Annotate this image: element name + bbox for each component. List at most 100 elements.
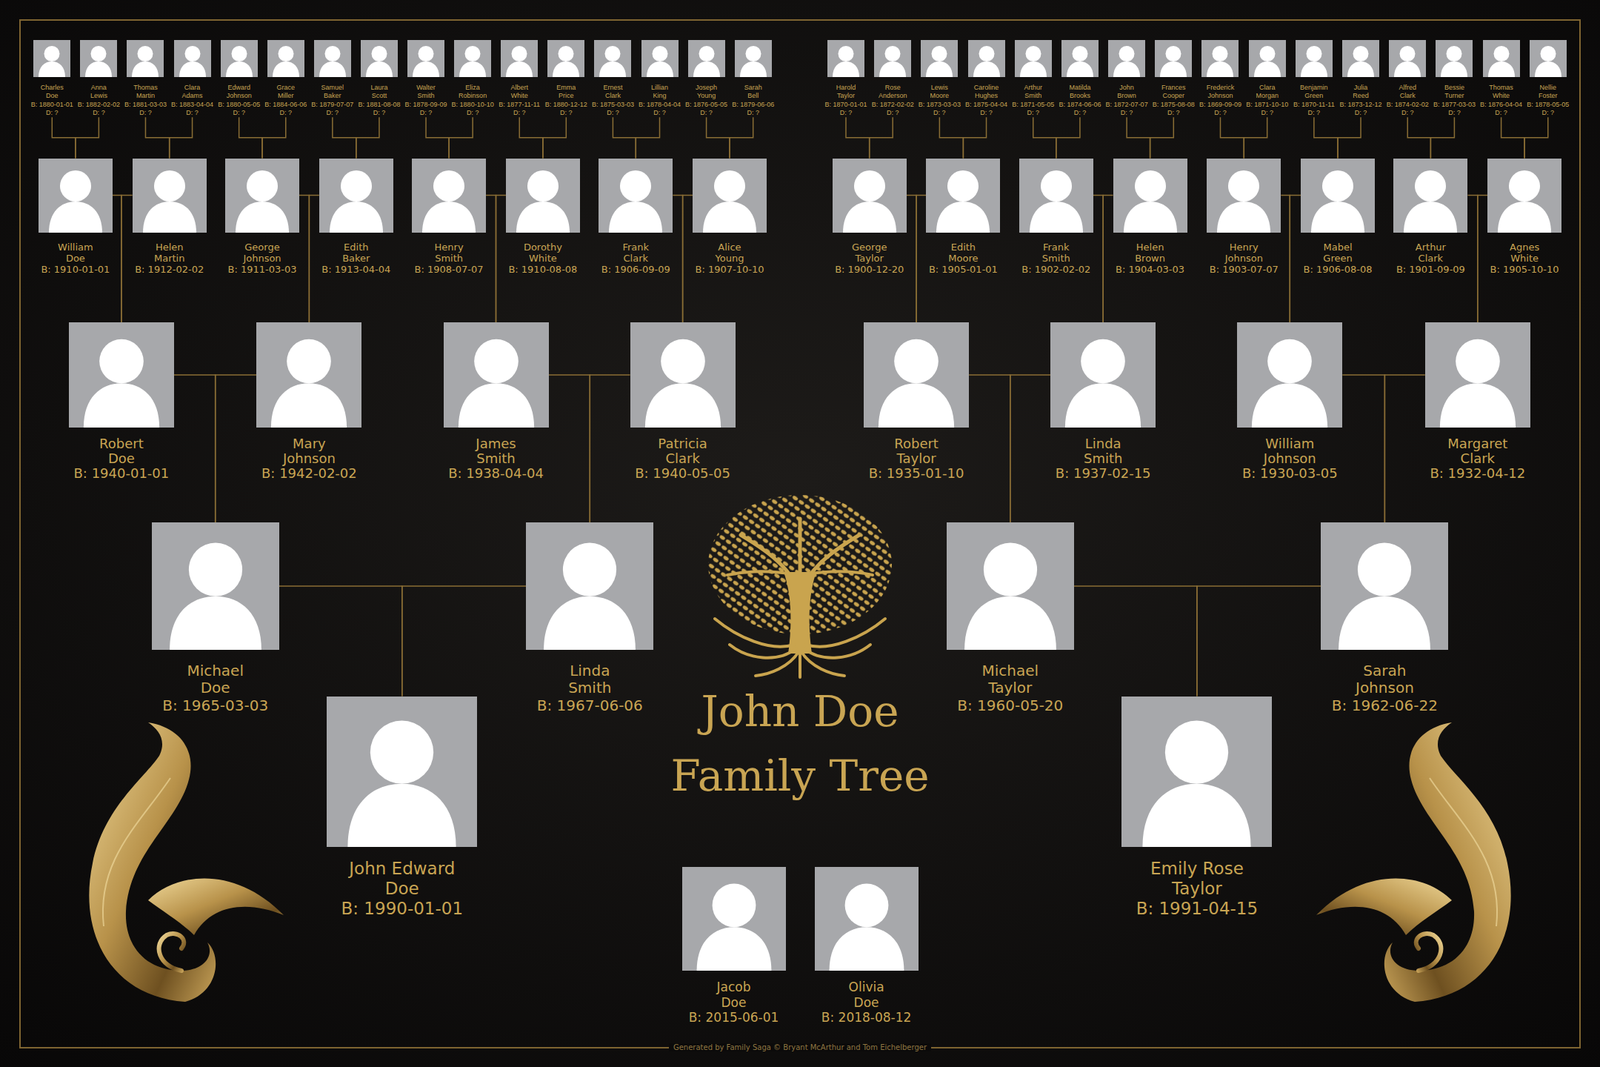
birth-date: B: 1878-04-04 xyxy=(638,100,681,109)
birth-date: B: 1990-01-01 xyxy=(341,898,464,919)
lineage-line xyxy=(1033,117,1057,158)
person-name: Linda Smith xyxy=(1083,436,1123,466)
death-date: D: ? xyxy=(1074,108,1087,118)
lineage-line xyxy=(939,117,963,158)
portrait-placeholder xyxy=(1320,522,1449,650)
silhouette-head xyxy=(277,45,294,62)
lineage-line xyxy=(239,117,263,158)
person-name: Edith Moore xyxy=(948,241,978,264)
birth-date: B: 1937-02-15 xyxy=(1055,465,1152,481)
lineage-line xyxy=(1102,195,1113,323)
person-node: Henry JohnsonB: 1903-07-07 xyxy=(1199,158,1289,275)
lineage-line xyxy=(1477,195,1488,323)
portrait-placeholder xyxy=(832,158,907,233)
silhouette-head xyxy=(837,45,854,62)
birth-date: B: 1882-02-02 xyxy=(77,100,120,109)
lineage-line xyxy=(1289,195,1301,323)
portrait-placeholder xyxy=(1108,40,1146,78)
person-name: Eliza Robinson xyxy=(458,83,487,101)
silhouette-head xyxy=(418,45,435,62)
lineage-line xyxy=(1093,195,1103,323)
silhouette-body xyxy=(1123,201,1178,233)
silhouette-body xyxy=(696,926,772,971)
portrait-ground xyxy=(505,158,580,233)
portrait-ground xyxy=(1050,322,1156,428)
person-name: Thomas White xyxy=(1488,83,1514,101)
portrait-ground xyxy=(33,40,71,78)
portrait-placeholder xyxy=(734,40,772,78)
death-date: D: ? xyxy=(560,108,573,118)
silhouette-body xyxy=(179,61,206,78)
person-name: Lewis Moore xyxy=(930,83,950,101)
silhouette-body xyxy=(48,201,103,233)
corner-ornament xyxy=(88,722,284,1002)
birth-date: B: 1869-09-09 xyxy=(1199,100,1242,109)
lineage-line xyxy=(1056,117,1080,158)
portrait-ground xyxy=(1320,522,1449,650)
birth-date: B: 1875-03-03 xyxy=(591,100,635,109)
person-node: Robert DoeB: 1940-01-01 xyxy=(47,322,196,481)
portrait-placeholder xyxy=(1061,40,1099,78)
silhouette-head xyxy=(60,170,92,202)
person-node: Mabel GreenB: 1906-08-08 xyxy=(1293,158,1383,275)
person-name: Lillian King xyxy=(651,83,669,101)
portrait-ground xyxy=(734,40,772,78)
portrait-ground xyxy=(946,522,1075,650)
person-name: Nellie Foster xyxy=(1538,83,1558,101)
person-name: Ernest Clark xyxy=(602,83,623,101)
lineage-line xyxy=(308,195,319,323)
portrait-placeholder xyxy=(688,40,726,78)
person-node: Nellie FosterB: 1878-05-05D: ? xyxy=(1525,40,1571,118)
silhouette-body xyxy=(38,61,66,78)
silhouette-body xyxy=(1142,782,1252,846)
silhouette-head xyxy=(184,45,200,62)
portrait-placeholder xyxy=(1425,322,1531,428)
silhouette-head xyxy=(978,45,995,62)
person-name: Michael Doe xyxy=(186,662,244,698)
death-date: D: ? xyxy=(700,108,713,118)
birth-date: B: 1881-03-03 xyxy=(124,100,167,109)
portrait-ground xyxy=(525,522,654,650)
silhouette-head xyxy=(1446,45,1463,62)
silhouette-body xyxy=(842,201,897,233)
lineage-line xyxy=(496,195,506,323)
silhouette-body xyxy=(1206,61,1234,78)
birth-date: B: 1873-12-12 xyxy=(1340,100,1383,109)
portrait-ground xyxy=(1237,322,1343,428)
silhouette-head xyxy=(1305,45,1322,62)
silhouette-body xyxy=(1311,201,1365,233)
person-name: Patricia Clark xyxy=(657,436,707,466)
portrait-ground xyxy=(80,40,118,78)
birth-date: B: 1906-08-08 xyxy=(1303,263,1373,275)
portrait-placeholder xyxy=(326,696,478,847)
birth-date: B: 1878-09-09 xyxy=(405,100,448,109)
silhouette-body xyxy=(1113,61,1140,78)
silhouette-body xyxy=(832,61,860,78)
lineage-line xyxy=(425,117,449,158)
person-name: Matilda Brooks xyxy=(1068,83,1091,101)
silhouette-body xyxy=(1403,201,1458,233)
person-node: Sarah JohnsonB: 1962-06-22 xyxy=(1291,522,1478,715)
diagram-title: John Doe Family Tree xyxy=(659,679,941,809)
silhouette-body xyxy=(1394,61,1421,78)
person-node: Michael TaylorB: 1960-05-20 xyxy=(917,522,1103,715)
silhouette-head xyxy=(698,45,715,62)
silhouette-body xyxy=(1440,61,1468,78)
person-node: Helen BrownB: 1904-03-03 xyxy=(1105,158,1195,275)
birth-date: B: 1908-07-07 xyxy=(414,263,484,275)
portrait-placeholder xyxy=(1237,322,1343,428)
death-date: D: ? xyxy=(1448,108,1461,118)
silhouette-body xyxy=(457,382,534,428)
portrait-placeholder xyxy=(682,866,786,971)
lineage-line xyxy=(448,117,473,158)
lineage-line xyxy=(174,374,216,523)
person-node: Robert TaylorB: 1935-01-10 xyxy=(842,322,991,481)
lineage-line xyxy=(262,117,286,158)
silhouette-body xyxy=(235,201,289,233)
person-node: Charles DoeB: 1880-01-01D: ? xyxy=(29,40,75,118)
person-name: Laura Scott xyxy=(370,83,388,101)
portrait-ground xyxy=(1113,158,1188,233)
person-node: Henry SmithB: 1908-07-07 xyxy=(404,158,494,275)
person-node: Caroline HughesB: 1875-04-04D: ? xyxy=(963,40,1009,118)
death-date: D: ? xyxy=(1401,108,1415,118)
